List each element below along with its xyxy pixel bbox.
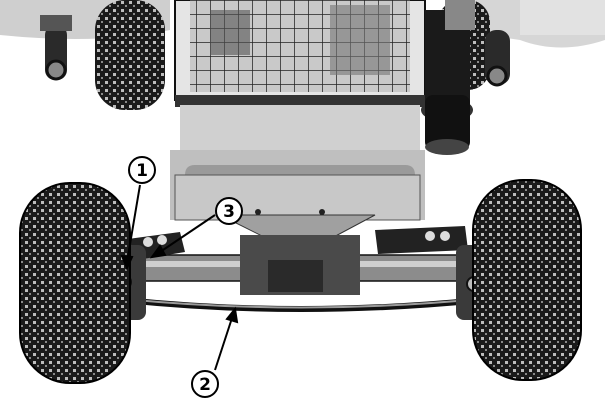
callout-1: 1	[128, 156, 156, 184]
rear-left-tire	[95, 0, 165, 110]
front-right-tire	[472, 179, 582, 381]
callout-2-label: 2	[199, 375, 211, 395]
tie-rod	[124, 297, 481, 312]
callout-2: 2	[191, 370, 219, 398]
engine-grille	[174, 0, 426, 107]
callout-leaders	[120, 184, 239, 371]
hydraulic-cylinder	[421, 0, 475, 155]
front-axle	[119, 235, 491, 295]
right-steering-arm	[375, 226, 468, 254]
front-left-tire	[19, 182, 131, 384]
right-caster-wheel	[485, 30, 510, 87]
left-caster-wheel	[40, 15, 72, 81]
callout-3: 3	[215, 197, 243, 225]
callout-3-label: 3	[223, 202, 235, 222]
callout-1-label: 1	[136, 161, 148, 181]
